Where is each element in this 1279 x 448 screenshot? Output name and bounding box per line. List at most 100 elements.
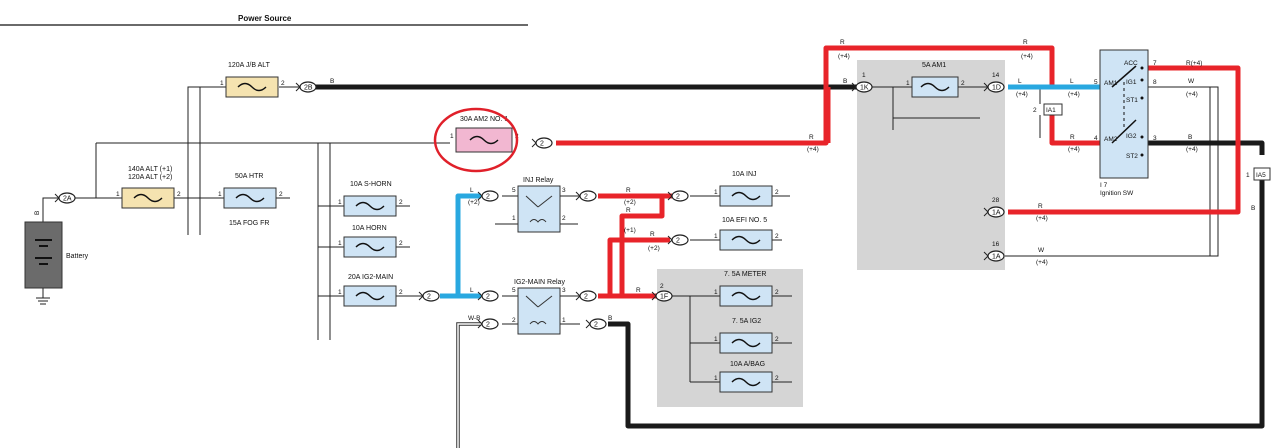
fuse-s-horn-label: 10A S-HORN — [350, 181, 392, 188]
fuse-am1-pin-1: 1 — [906, 80, 910, 87]
label-50: 5 — [512, 287, 516, 294]
label-1: B — [843, 78, 847, 85]
label-13: (+4) — [1068, 146, 1080, 153]
blue-wires — [440, 84, 1100, 299]
conn-inj-relay-5-text: 2 — [486, 194, 490, 201]
conn-inj-relay-3-text: 2 — [584, 194, 588, 201]
label-33: R — [636, 287, 641, 294]
fuse-abag — [719, 371, 773, 393]
conn-1a-28-text: 1A — [992, 210, 1001, 217]
label-49: 2 — [562, 215, 566, 222]
conn-ig2-relay-5: 2 — [477, 290, 499, 302]
conn-ig2-relay-1: 2 — [585, 318, 607, 330]
label-25: L — [470, 287, 474, 294]
conn-1f-text: 1F — [660, 294, 668, 301]
label-4: R — [840, 39, 845, 46]
label-23: L — [470, 187, 474, 194]
fuse-inj-label: 10A INJ — [732, 171, 757, 178]
conn-am2-out: 2 — [531, 137, 553, 149]
fuse-am1 — [911, 76, 959, 98]
label-38: 16 — [992, 241, 1000, 248]
fuse-ig2-main-pin-2: 2 — [399, 289, 403, 296]
fuse-am2-label: 30A AM2 NO. 1 — [460, 116, 508, 123]
ia5-connector: IA5 — [1253, 167, 1271, 181]
fuse-meter-label: 7. 5A METER — [724, 271, 766, 278]
conn-1d-text: 1D — [992, 85, 1001, 92]
fuse-inj-pin-2: 2 — [775, 189, 779, 196]
conn-ig2-relay-1-text: 2 — [594, 322, 598, 329]
label-15: W — [1188, 78, 1195, 85]
fuse-efi-label: 10A EFI NO. 5 — [722, 217, 767, 224]
wire-wb-outer — [456, 322, 481, 448]
fuse-efi — [719, 229, 773, 251]
label-29: R — [626, 207, 631, 214]
fuse-meter-pin-2: 2 — [775, 289, 779, 296]
label-10: L — [1070, 78, 1074, 85]
fuse-alt-1-pin-1: 1 — [116, 191, 120, 198]
fuse-ig2 — [719, 332, 773, 354]
label-7: (+4) — [1021, 53, 1033, 60]
label-48: 1 — [512, 215, 516, 222]
ia1-connector: IA1 — [1043, 103, 1063, 116]
sw-acc: ACC — [1124, 60, 1138, 67]
inj-relay-label: INJ Relay — [523, 177, 554, 184]
fuse-alt-2-label: 120A ALT (+2) — [128, 174, 172, 181]
label-28: (+2) — [624, 199, 636, 206]
label-40: 4 — [1094, 135, 1098, 142]
sw-am2: AM2 — [1104, 136, 1118, 143]
fuse-s-horn-pin-2: 2 — [399, 199, 403, 206]
label-46: 5 — [512, 187, 516, 194]
conn-efi-fuse: 2 — [667, 234, 689, 246]
conn-2a: 2A — [54, 192, 76, 204]
sw-ig2: IG2 — [1126, 133, 1137, 140]
fuse-alt-1-pin-2: 2 — [177, 191, 181, 198]
label-27: R — [626, 187, 631, 194]
label-17: B — [1188, 134, 1192, 141]
conn-inj-fuse-text: 2 — [676, 194, 680, 201]
fuse-htr-pin-1: 1 — [218, 191, 222, 198]
label-14: R(+4) — [1186, 60, 1202, 67]
conn-ig2-relay-2: 2 — [477, 318, 499, 330]
conn-2a-text: 2A — [63, 196, 72, 203]
label-18: (+4) — [1186, 146, 1198, 153]
label-5: (+4) — [838, 53, 850, 60]
battery-label: Battery — [66, 253, 89, 260]
label-35: 1 — [862, 72, 866, 79]
label-30: (+1) — [624, 227, 636, 234]
conn-inj-relay-5: 2 — [477, 190, 499, 202]
fuse-horn-pin-1: 1 — [338, 240, 342, 247]
label-3: (+4) — [807, 146, 819, 153]
fuse-abag-label: 10A A/BAG — [730, 361, 765, 368]
fuse-horn — [343, 236, 397, 258]
label-2: R — [809, 134, 814, 141]
sw-ig1: IG1 — [1126, 79, 1137, 86]
fuse-ig2-pin-1: 1 — [714, 336, 718, 343]
ig2-main-relay-label: IG2-MAIN Relay — [514, 279, 565, 286]
fuse-htr-pin-2: 2 — [279, 191, 283, 198]
ia5-pin: 1 — [1246, 172, 1250, 179]
ignition-id: I 7 — [1100, 182, 1108, 189]
conn-am2-out-text: 2 — [540, 141, 544, 148]
label-22: (+4) — [1036, 259, 1048, 266]
label-0: B — [330, 78, 334, 85]
conn-ig2-relay-2-text: 2 — [486, 322, 490, 329]
conn-ig2-relay-3: 2 — [575, 290, 597, 302]
ignition-switch — [1099, 49, 1149, 179]
inj-relay — [517, 185, 561, 233]
fuse-htr-label: 50A HTR — [235, 173, 263, 180]
fuse-ig2-main — [343, 285, 397, 307]
svg-text:IA1: IA1 — [1046, 107, 1056, 114]
fuse-htr — [223, 187, 277, 209]
fuse-ig2-main-pin-1: 1 — [338, 289, 342, 296]
diagram-title: Power Source — [238, 14, 292, 23]
conn-2b: 2B — [295, 81, 317, 93]
battery — [24, 221, 63, 305]
fuse-horn-label: 10A HORN — [352, 225, 387, 232]
conn-1k: 1K — [851, 81, 873, 93]
label-44: 2 — [660, 283, 664, 290]
fuse-abag-pin-2: 2 — [775, 375, 779, 382]
label-21: W — [1038, 247, 1045, 254]
fuse-horn-pin-2: 2 — [399, 240, 403, 247]
label-20: (+4) — [1036, 215, 1048, 222]
